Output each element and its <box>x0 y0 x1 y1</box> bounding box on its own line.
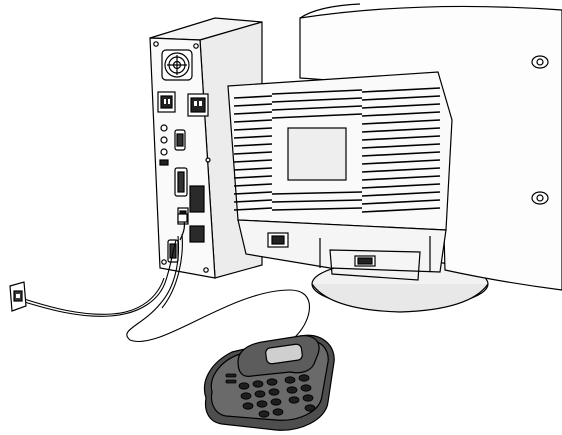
monitor-power-socket <box>268 233 288 247</box>
telephone-handset <box>238 336 319 377</box>
label-plate <box>288 128 346 180</box>
telephone <box>204 335 334 430</box>
fan-grille <box>162 50 192 80</box>
vent-slats <box>234 96 272 210</box>
wall-phone-jack <box>10 282 26 311</box>
crt-monitor <box>228 4 562 312</box>
